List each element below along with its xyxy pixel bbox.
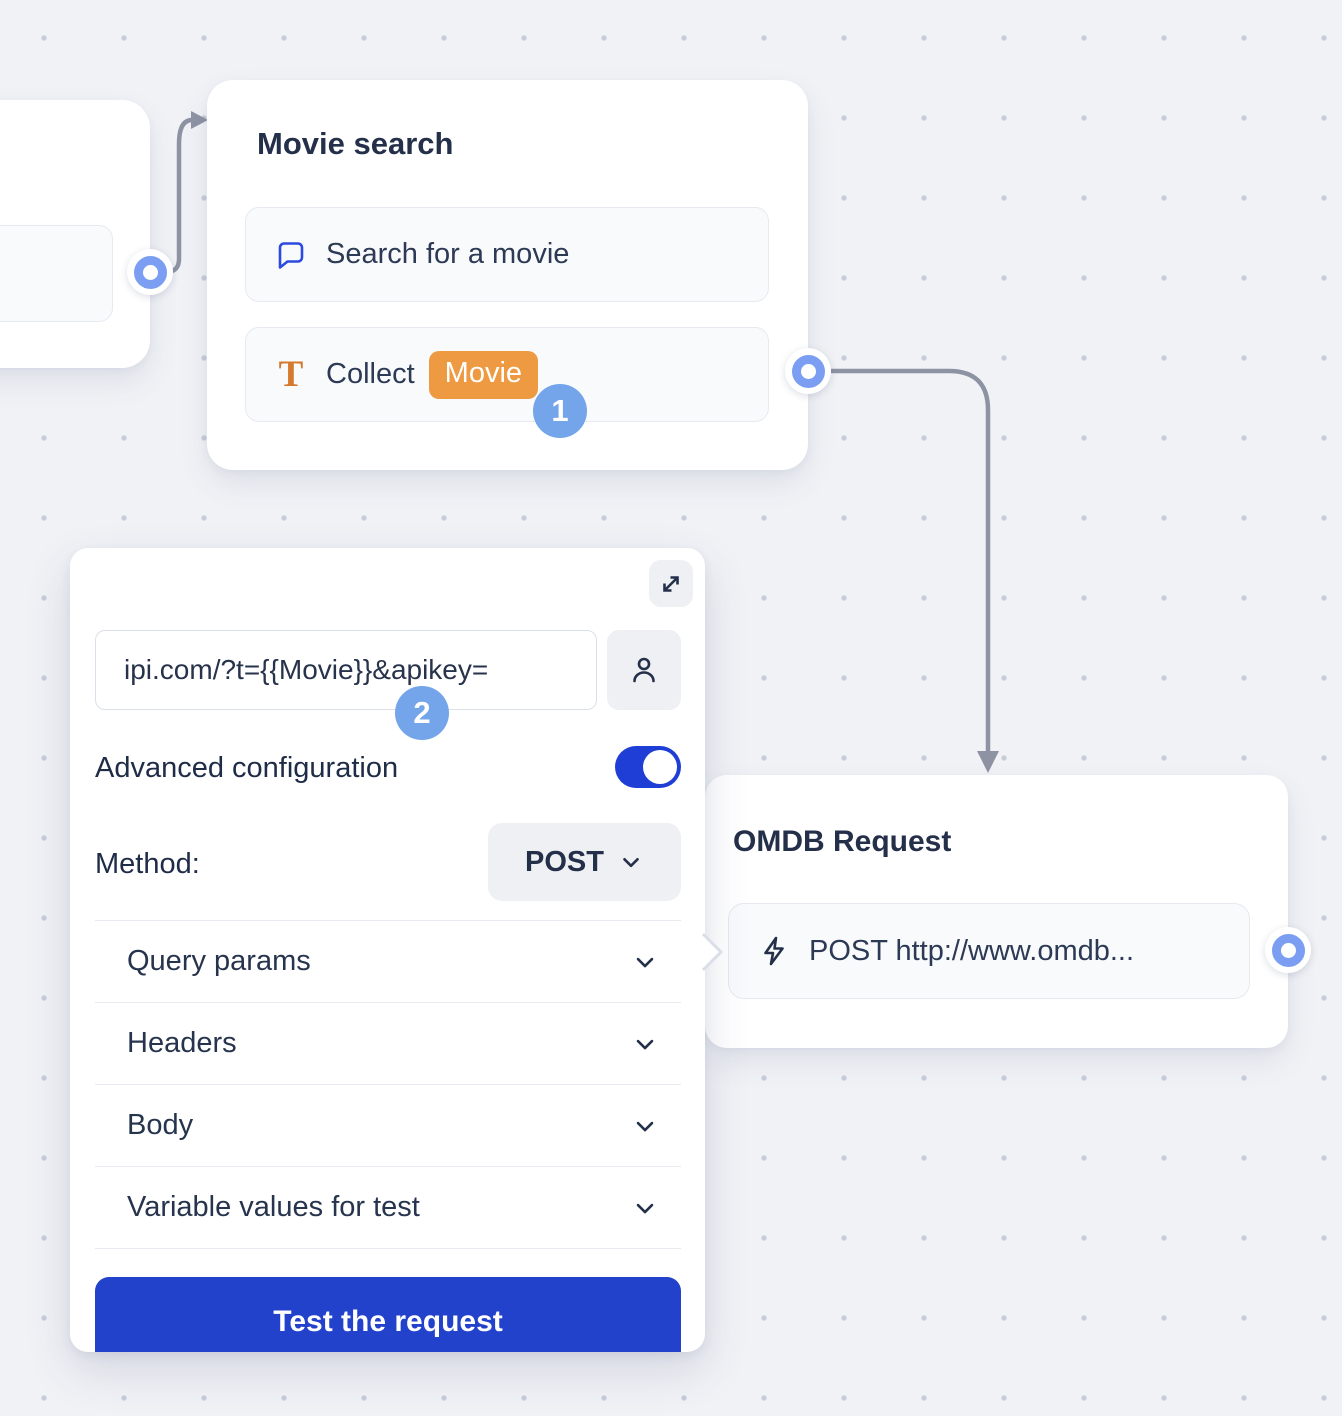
section-variable-values[interactable]: Variable values for test [95, 1168, 681, 1249]
node-title: Movie search [257, 126, 454, 161]
node-title: OMDB Request [733, 825, 952, 858]
chevron-down-icon [636, 1039, 654, 1049]
step-badge-2: 2 [395, 686, 449, 740]
collect-item-label: Collect [326, 358, 415, 390]
chevron-down-icon [636, 1121, 654, 1131]
webhook-config-panel: 2 Advanced configuration Method: POST Qu… [70, 548, 705, 1352]
chevron-down-icon [636, 1203, 654, 1213]
webhook-request-item[interactable]: POST http://www.omdb... [728, 903, 1250, 999]
chevron-down-icon [636, 957, 654, 967]
section-label: Body [127, 1109, 194, 1141]
insert-variable-button[interactable] [607, 630, 681, 710]
method-label: Method: [95, 848, 200, 880]
offscreen-node-card[interactable] [0, 100, 150, 368]
chat-bubble-icon [274, 239, 308, 271]
message-item[interactable]: Search for a movie [245, 207, 769, 302]
step-badge-1: 1 [533, 384, 587, 438]
text-icon: T [278, 354, 304, 395]
method-value: POST [525, 845, 604, 878]
method-dropdown[interactable]: POST [488, 823, 681, 901]
expand-button[interactable] [649, 560, 693, 607]
section-label: Headers [127, 1027, 237, 1059]
output-port-movie-search[interactable] [785, 348, 831, 394]
connector-arrow-down-icon [977, 751, 999, 773]
section-query-params[interactable]: Query params [95, 922, 681, 1003]
omdb-request-node-card[interactable]: OMDB Request POST http://www.omdb... [705, 775, 1288, 1048]
lightning-icon [757, 935, 791, 967]
output-port-omdb-request[interactable] [1265, 927, 1311, 973]
connector-wire-movie-to-omdb [823, 368, 991, 755]
offscreen-node-item[interactable] [0, 225, 113, 322]
output-port-offscreen-node[interactable] [127, 249, 173, 295]
connector-arrow-right-icon [191, 111, 208, 129]
divider [95, 920, 681, 921]
message-item-label: Search for a movie [326, 238, 570, 270]
connector-wire-left [152, 117, 195, 275]
section-body[interactable]: Body [95, 1086, 681, 1167]
section-label: Variable values for test [127, 1191, 420, 1223]
movie-search-node-card[interactable]: Movie search Search for a movie T Collec… [207, 80, 808, 470]
person-icon [633, 657, 655, 683]
advanced-configuration-label: Advanced configuration [95, 752, 399, 784]
section-headers[interactable]: Headers [95, 1004, 681, 1085]
section-label: Query params [127, 945, 311, 977]
test-request-button[interactable]: Test the request [95, 1277, 681, 1352]
collect-item[interactable]: T Collect Movie [245, 327, 769, 422]
request-url-input[interactable] [95, 630, 597, 710]
request-item-label: POST http://www.omdb... [809, 934, 1135, 967]
chevron-down-icon [623, 857, 639, 868]
toggle-knob [643, 750, 677, 784]
expand-icon [663, 575, 679, 592]
variable-chip[interactable]: Movie [428, 350, 539, 399]
input-port-chevron-icon [701, 932, 723, 972]
advanced-configuration-toggle[interactable] [615, 746, 681, 788]
